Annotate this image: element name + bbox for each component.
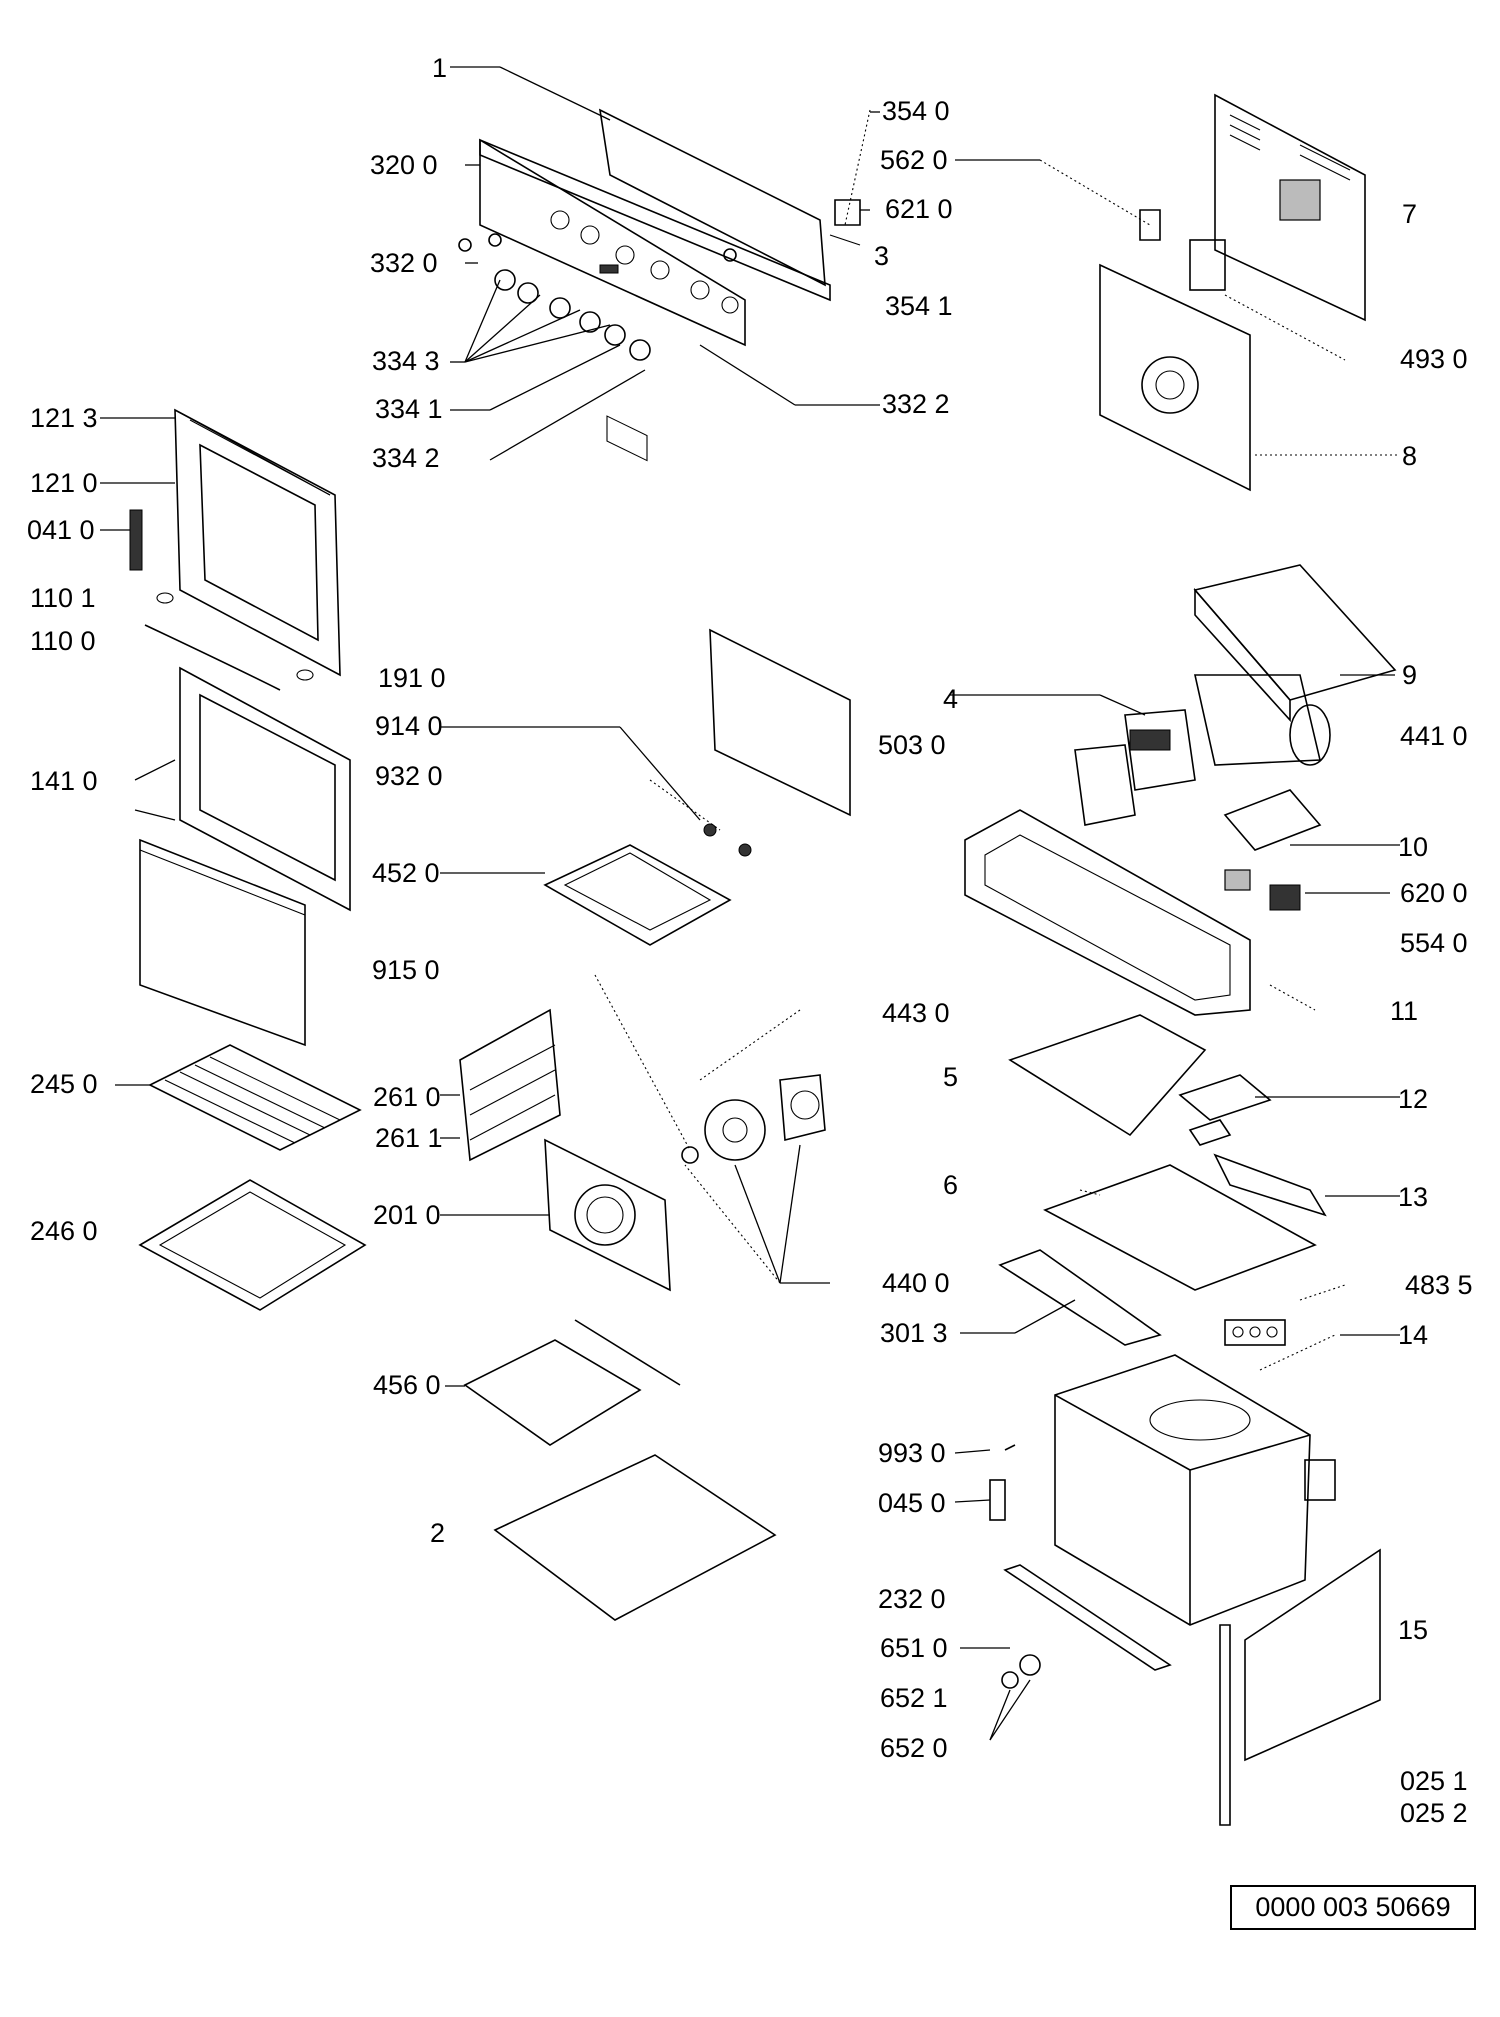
fan-cover-part	[544, 1138, 671, 1292]
terminal-block-part	[1224, 1319, 1286, 1346]
base-plate-part	[493, 1454, 777, 1621]
part-label-452-0: 452 0	[372, 858, 440, 888]
part-label-456-0: 456 0	[373, 1370, 441, 1400]
part-label-246-0: 246 0	[30, 1216, 98, 1246]
part-label-503-0: 503 0	[878, 730, 946, 760]
part-label-301-3: 301 3	[880, 1318, 948, 1348]
bracket-part	[1178, 1074, 1272, 1146]
side-rails-part	[459, 1008, 561, 1162]
part-label-110-0: 110 0	[30, 626, 96, 656]
part-label-191-0: 191 0	[378, 663, 446, 693]
control-panel-part	[479, 108, 831, 462]
part-label-245-0: 245 0	[30, 1069, 98, 1099]
part-label-354-0: 354 0	[882, 96, 950, 126]
switch-parts	[829, 109, 871, 246]
part-label-7: 7	[1402, 199, 1418, 229]
glass-plate-part	[709, 628, 851, 817]
heat-shield-part	[1008, 1014, 1207, 1137]
baking-tray-part	[138, 1179, 367, 1311]
terminal-box-part	[1223, 789, 1322, 911]
document-number: 0000 003 50669	[1230, 1885, 1476, 1930]
part-label-025-2: 025 2	[1400, 1798, 1468, 1828]
fan-part	[681, 1074, 826, 1164]
part-label-332-0: 332 0	[370, 248, 438, 278]
part-label-554-0: 554 0	[1400, 928, 1468, 958]
bottom-rail-part	[1003, 1564, 1172, 1671]
oven-rack-part	[148, 1044, 362, 1151]
part-label-334-3: 334 3	[372, 346, 440, 376]
part-label-12: 12	[1398, 1084, 1429, 1114]
part-label-334-2: 334 2	[372, 443, 440, 473]
bottom-heater-part	[463, 1319, 681, 1446]
part-label-110-1: 110 1	[30, 583, 96, 613]
part-label-10: 10	[1398, 832, 1429, 862]
part-label-993-0: 993 0	[878, 1438, 946, 1468]
part-label-621-0: 621 0	[885, 194, 953, 224]
part-label-440-0: 440 0	[882, 1268, 950, 1298]
part-label-354-1: 354 1	[885, 291, 953, 321]
part-label-332-2: 332 2	[882, 389, 950, 419]
part-label-3: 3	[874, 241, 890, 271]
part-label-493-0: 493 0	[1400, 344, 1468, 374]
part-label-651-0: 651 0	[880, 1633, 948, 1663]
part-label-2: 2	[430, 1518, 446, 1548]
part-label-201-0: 201 0	[373, 1200, 441, 1230]
part-label-9: 9	[1402, 660, 1418, 690]
door-glass-part	[179, 666, 351, 912]
part-label-232-0: 232 0	[878, 1584, 946, 1614]
motor-cover-part	[1193, 564, 1397, 723]
part-label-8: 8	[1402, 441, 1418, 471]
part-label-483-5: 483 5	[1405, 1270, 1473, 1300]
part-label-045-0: 045 0	[878, 1488, 946, 1518]
part-label-562-0: 562 0	[880, 145, 948, 175]
part-label-914-0: 914 0	[375, 711, 443, 741]
part-label-11: 11	[1390, 996, 1419, 1026]
part-label-5: 5	[943, 1062, 959, 1092]
leader-lines	[100, 66, 1400, 1741]
part-label-320-0: 320 0	[370, 150, 438, 180]
part-label-261-0: 261 0	[373, 1082, 441, 1112]
front-frame-part	[964, 809, 1251, 1016]
small-parts	[989, 1444, 1336, 1689]
grill-element-part	[543, 823, 752, 946]
side-panel-part	[1219, 1548, 1381, 1826]
part-label-443-0: 443 0	[882, 998, 950, 1028]
oven-cavity-part	[1054, 1354, 1311, 1626]
side-bracket-part	[1213, 1153, 1327, 1217]
door-inner-frame-part	[129, 408, 341, 691]
part-label-13: 13	[1398, 1182, 1429, 1212]
part-label-334-1: 334 1	[375, 394, 443, 424]
part-label-121-0: 121 0	[30, 468, 98, 498]
part-label-915-0: 915 0	[372, 955, 440, 985]
part-label-6: 6	[943, 1170, 959, 1200]
part-label-932-0: 932 0	[375, 761, 443, 791]
part-label-441-0: 441 0	[1400, 721, 1468, 751]
control-module-part	[1074, 709, 1196, 826]
knobs-part	[458, 233, 737, 361]
part-label-261-1: 261 1	[375, 1123, 443, 1153]
part-label-121-3: 121 3	[30, 403, 98, 433]
part-label-1: 1	[432, 53, 448, 83]
back-frame-part	[1099, 209, 1251, 492]
part-label-025-1: 025 1	[1400, 1766, 1468, 1796]
door-outer-glass-part	[139, 838, 306, 1047]
part-label-15: 15	[1398, 1615, 1429, 1645]
part-label-620-0: 620 0	[1400, 878, 1468, 908]
motor-part	[1194, 674, 1331, 766]
part-label-652-1: 652 1	[880, 1683, 948, 1713]
top-cover-part	[998, 1164, 1317, 1346]
part-label-4: 4	[943, 684, 959, 714]
part-label-141-0: 141 0	[30, 766, 98, 796]
part-label-14: 14	[1398, 1320, 1429, 1350]
part-label-652-0: 652 0	[880, 1733, 948, 1763]
part-label-041-0: 041 0	[27, 515, 95, 545]
rear-panel-part	[1214, 93, 1366, 322]
